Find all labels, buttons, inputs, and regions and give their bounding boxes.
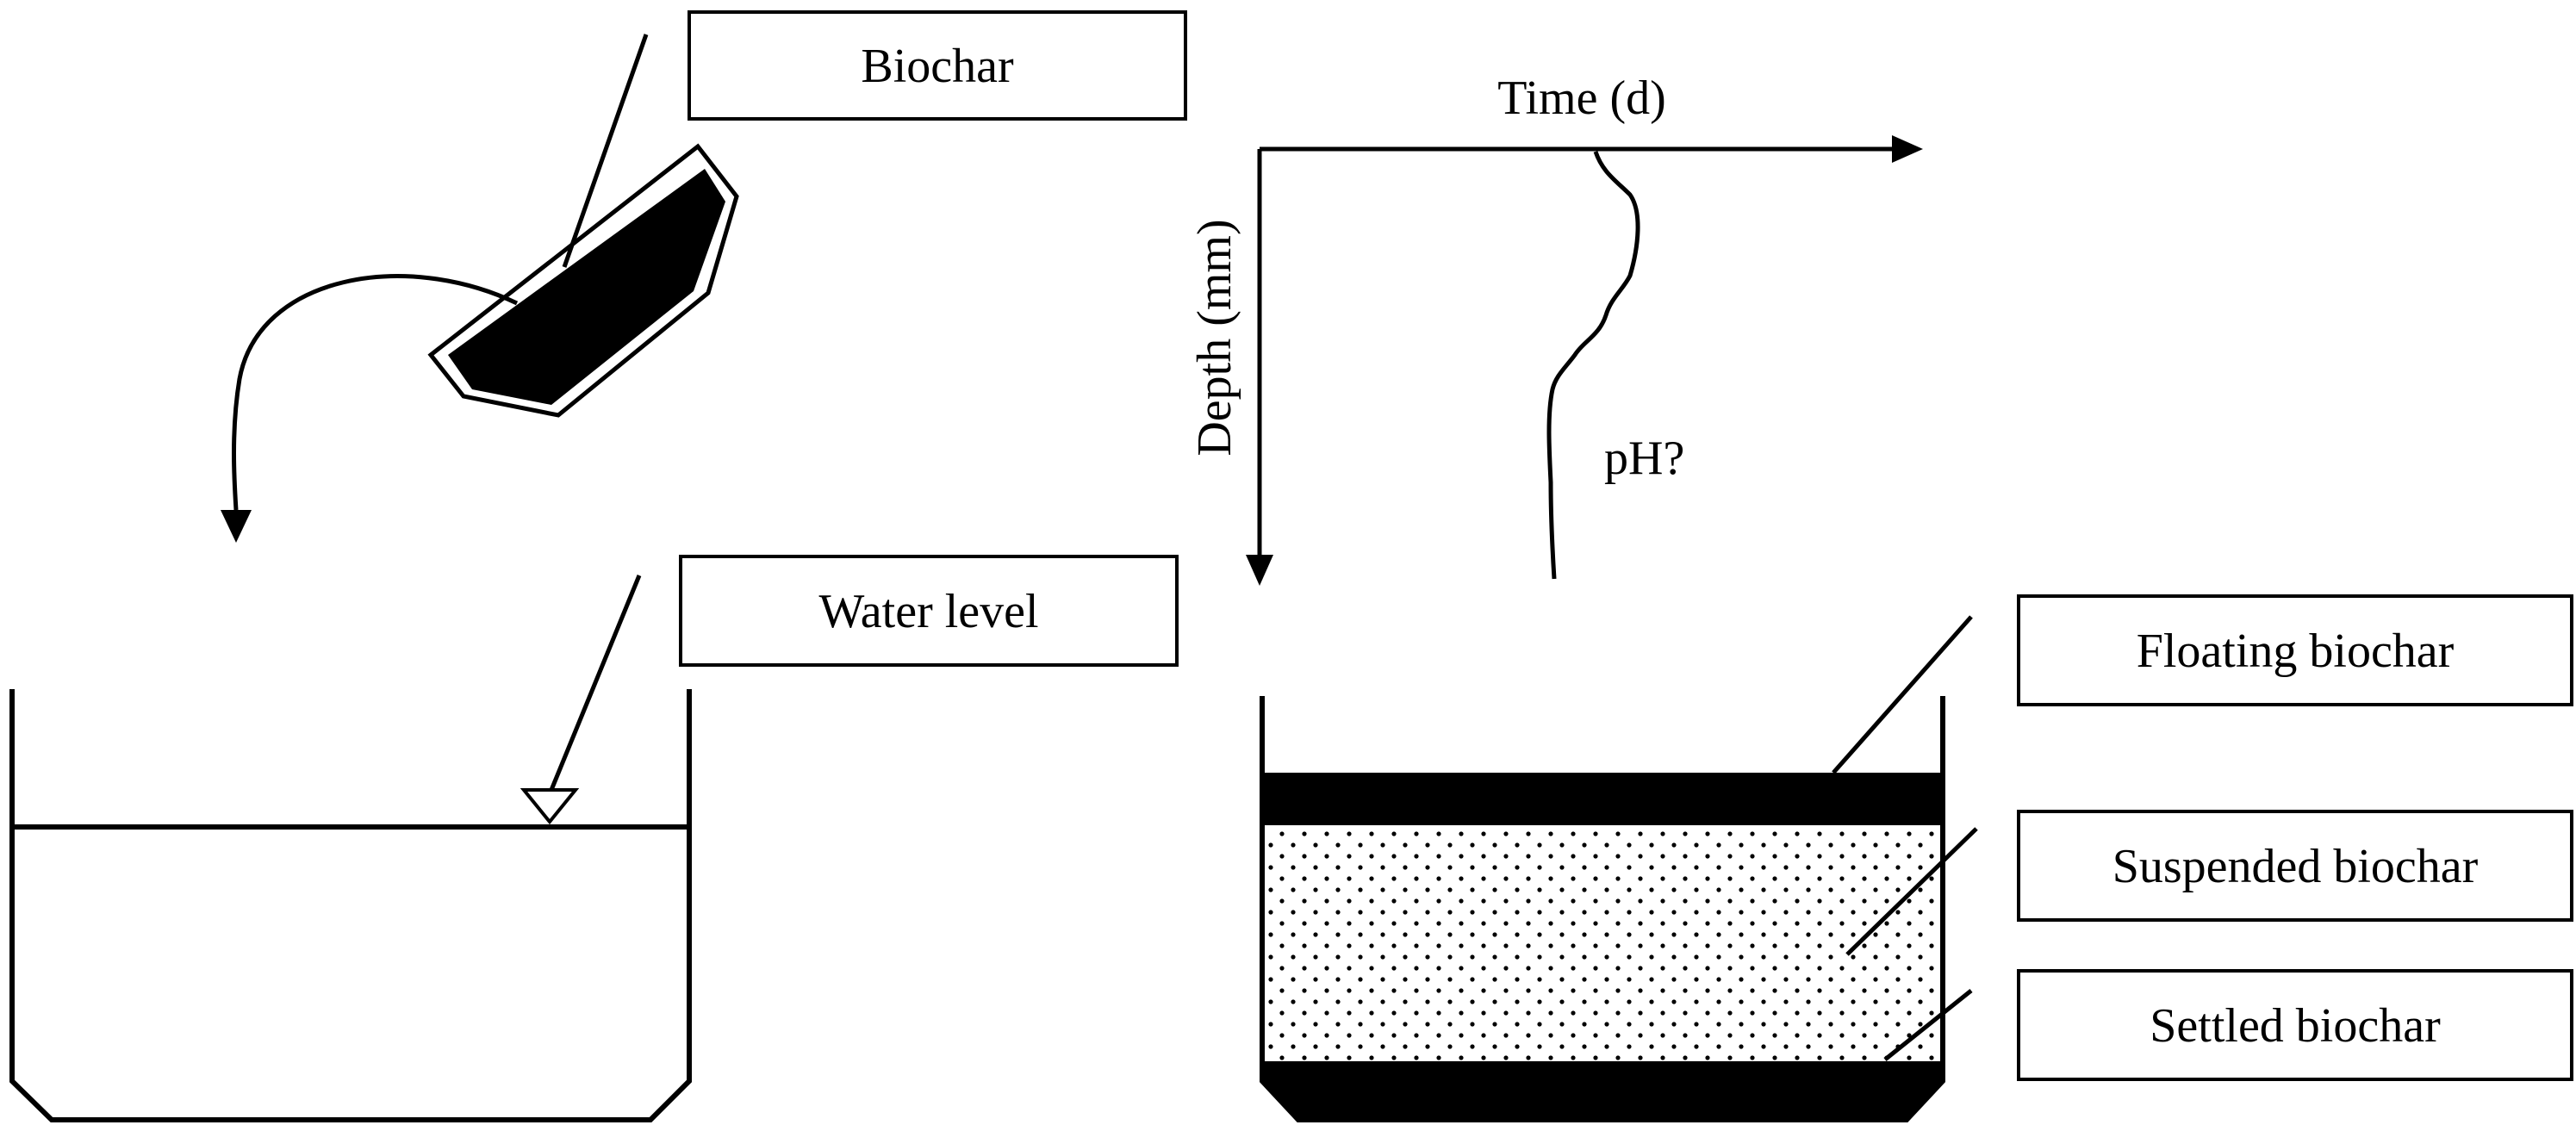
depth-axis-arrowhead xyxy=(1246,555,1273,586)
floating-biochar-label: Floating biochar xyxy=(2137,625,2455,678)
settled-biochar-label-box: Settled biochar xyxy=(2017,969,2573,1081)
biochar-leader-line xyxy=(562,34,649,268)
pour-arrowhead xyxy=(221,510,252,543)
ph-profile-curve xyxy=(1546,151,1640,580)
water-tank xyxy=(9,689,692,1122)
suspended-biochar-layer xyxy=(1262,825,1943,1061)
suspended-biochar-label-box: Suspended biochar xyxy=(2017,810,2573,922)
settled-biochar-layer xyxy=(1260,1061,1945,1120)
biochar-scoop xyxy=(427,143,739,418)
water-level-label: Water level xyxy=(818,585,1038,638)
water-level-leader-line xyxy=(549,575,642,791)
depth-axis-label: Depth (mm) xyxy=(1188,219,1241,456)
floating-biochar-leader-line xyxy=(1832,615,1973,774)
biochar-tank xyxy=(1260,696,1945,1122)
suspended-biochar-leader-line xyxy=(1845,827,1978,956)
floating-biochar-label-box: Floating biochar xyxy=(2017,594,2573,706)
settled-biochar-label: Settled biochar xyxy=(2150,999,2441,1053)
time-axis-arrowhead xyxy=(1892,135,1923,163)
pour-arrow xyxy=(232,274,519,511)
water-level-marker xyxy=(520,788,580,825)
water-level-label-box: Water level xyxy=(679,555,1179,667)
ph-curve-label: pH? xyxy=(1604,432,1684,485)
floating-biochar-layer xyxy=(1260,773,1945,825)
biochar-label-box: Biochar xyxy=(688,10,1187,121)
suspended-biochar-label: Suspended biochar xyxy=(2112,840,2479,893)
time-axis-label: Time (d) xyxy=(1497,71,1666,125)
biochar-label: Biochar xyxy=(861,40,1014,93)
settled-biochar-leader-line xyxy=(1883,989,1973,1061)
axes xyxy=(1246,135,1923,586)
